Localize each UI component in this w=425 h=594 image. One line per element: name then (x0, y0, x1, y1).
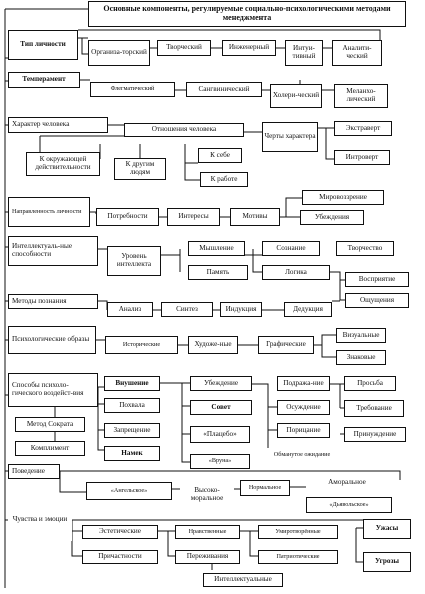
influence-censure: Порицание (277, 423, 330, 438)
behavior-highly-moral: Высоко-моральное (180, 480, 234, 510)
intellect-consciousness: Сознание (262, 241, 320, 256)
influence-suggestion: Внушение (104, 376, 160, 391)
influence-request: Просьба (344, 376, 396, 391)
type-analytical: Аналити-ческий (332, 40, 382, 66)
influence-socratic-method: Метод Сократа (15, 417, 85, 432)
temperament-sanguine: Сангвинический (186, 82, 262, 97)
feelings-belonging: Причастности (82, 550, 158, 564)
traits-label: Черты характера (262, 122, 318, 152)
influence-imitation: Подража-ние (277, 376, 330, 391)
influence-placebo: «Плацебо» (190, 426, 250, 443)
images-artistic: Художе-ные (188, 336, 238, 354)
feelings-intellectual: Интеллектуальные (203, 573, 283, 587)
influence-deceived-expectation: Обманутое ожидание (262, 448, 342, 462)
intellect-creativity: Творчество (336, 241, 394, 256)
behavior-label: Поведение (8, 464, 60, 479)
relations-label: Отношения человека (124, 123, 244, 137)
feelings-horror: Ужасы (363, 519, 411, 539)
relation-self: К себе (198, 148, 242, 163)
images-graphic: Графические (258, 336, 314, 354)
feelings-moral: Нравственные (175, 525, 240, 539)
orientation-label: Направленность личности (8, 197, 90, 227)
type-creative: Творческий (157, 40, 211, 56)
trait-extrovert: Экстраверт (334, 121, 392, 136)
relation-others: К другим людям (114, 158, 166, 180)
influence-compliment: Комплимент (15, 441, 85, 456)
temperament-phlegmatic: Флегматический (90, 82, 175, 97)
behavior-normal: Нормальное (240, 480, 290, 496)
type-organizational: Организа-торский (88, 40, 150, 66)
cognition-deduction: Дедукция (284, 302, 332, 317)
character-label: Характер человека (8, 117, 108, 133)
influence-demand: Требование (344, 400, 404, 417)
diagram-title: Основные компоненты, регулируемые социал… (88, 1, 406, 27)
behavior-devilish: «Дьявольское» (306, 497, 392, 513)
orientation-motives: Мотивы (230, 208, 280, 226)
cognition-synthesis: Синтез (161, 302, 213, 317)
images-visual: Визуальные (336, 328, 386, 343)
cognition-analysis: Анализ (107, 302, 153, 317)
feelings-aesthetic: Эстетические (82, 525, 158, 539)
influence-coercion: Принуждение (344, 427, 406, 442)
intellectual-label: Интеллектуаль-ные способности (8, 236, 98, 266)
orientation-needs: Потребности (96, 208, 159, 226)
images-symbolic: Знаковые (336, 350, 386, 365)
temperament-choleric: Холери-ческий (270, 84, 322, 108)
influence-praise: Похвала (104, 398, 160, 413)
influence-condemnation: Осуждение (277, 400, 330, 415)
relation-reality: К окружающей действительности (26, 152, 100, 176)
intellect-thinking: Мышление (188, 241, 245, 256)
personality-type-label: Тип личности (8, 30, 78, 60)
intellect-level: Уровень интеллекта (107, 246, 161, 276)
cognition-induction: Индукция (220, 302, 262, 317)
influence-persuasion: Убеждение (190, 376, 252, 391)
intellect-perception: Восприятие (345, 272, 409, 287)
influence-advice: Совет (190, 400, 252, 415)
feelings-label: Чувства и эмоции (8, 499, 72, 541)
influence-prohibition: Запрещение (104, 423, 160, 438)
behavior-angelic: «Ангельское» (86, 482, 172, 500)
influence-hint: Намек (104, 446, 160, 461)
temperament-melancholic: Меланхо-лический (334, 84, 388, 108)
images-historical: Исторические (105, 336, 178, 354)
orientation-beliefs: Убеждения (300, 210, 364, 225)
orientation-worldview: Мировоззрение (302, 190, 384, 205)
intellect-memory: Память (188, 265, 248, 280)
intellect-sensations: Ощущения (345, 293, 409, 308)
behavior-amoral: Аморальное (306, 475, 388, 490)
images-label: Психологические образы (8, 326, 96, 354)
type-engineering: Инженерный (222, 40, 276, 56)
feelings-peaceful: Умиротворённые (258, 525, 338, 539)
trait-introvert: Интроверт (334, 150, 390, 165)
feelings-experiences: Переживания (175, 550, 240, 564)
feelings-threats: Угрозы (363, 552, 411, 572)
orientation-interests: Интересы (167, 208, 220, 226)
feelings-patriotic: Патриотические (258, 550, 338, 564)
temperament-label: Темперамент (8, 72, 80, 88)
type-intuitive: Интуи-тивный (285, 40, 323, 66)
influence-liar: «Вруна» (190, 454, 250, 469)
intellect-logic: Логика (262, 265, 330, 280)
influence-label: Способы психоло-гического воздейст-вия (8, 373, 98, 407)
cognition-label: Методы познания (8, 294, 98, 309)
relation-work: К работе (200, 172, 248, 187)
